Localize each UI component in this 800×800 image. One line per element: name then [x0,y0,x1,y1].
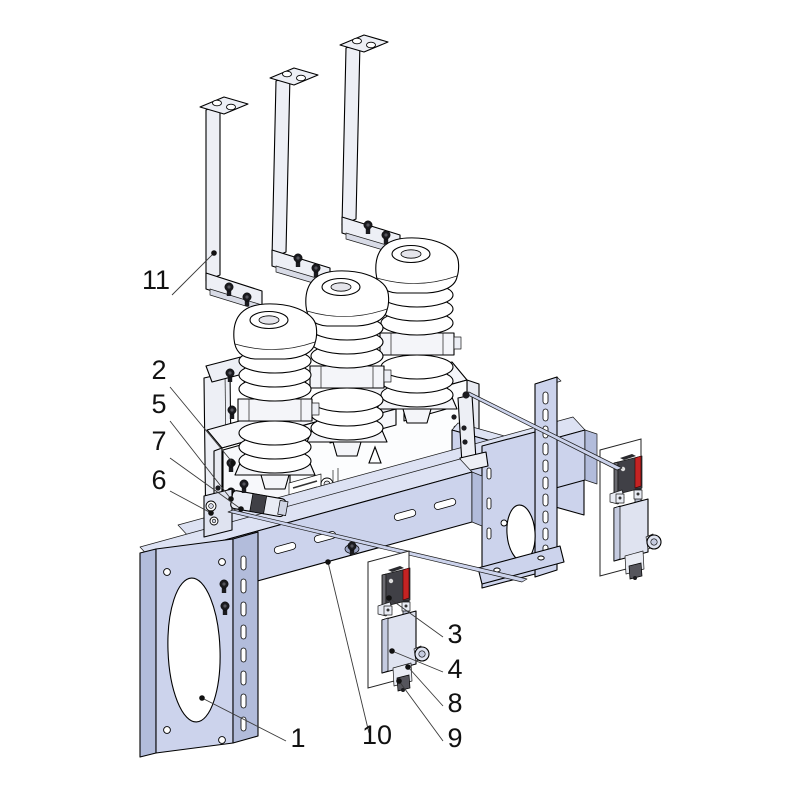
callout-label-3: 3 [447,619,462,649]
callout-dot-7 [238,506,244,512]
callout-label-4: 4 [447,654,462,684]
callout-layer: 1 2 3 4 5 6 7 8 9 10 11 [142,250,463,753]
callout-label-11: 11 [142,265,170,295]
callout-dot-11 [211,250,217,256]
callout-leader-3 [388,597,444,638]
right-frame-leg [477,376,565,589]
callout-label-7: 7 [151,426,166,456]
callout-dot-6 [208,510,214,516]
interlock-rod [227,509,528,583]
callout-dot-1 [199,695,205,701]
upper-bracket-2 [269,67,331,289]
callout-label-8: 8 [447,688,462,718]
callout-leader-2 [169,386,234,464]
callout-dot-8 [405,664,411,670]
callout-leader-4 [391,650,444,673]
left-frame-leg [139,531,259,758]
pole-column-3 [370,238,461,423]
callout-label-9: 9 [447,723,462,753]
callout-leader-5 [169,420,232,500]
callout-label-1: 1 [290,723,305,753]
callout-leader-11 [171,252,215,296]
callout-dot-4 [389,648,395,654]
callout-dot-3 [386,595,392,601]
upper-bracket-3 [339,34,401,256]
upper-support-brackets [199,34,401,312]
callout-label-6: 6 [151,465,166,495]
callout-leader-9 [398,680,444,742]
callout-leader-8 [407,666,444,707]
callout-dot-2 [230,460,236,466]
warning-triangle-icon [368,445,382,464]
interlock-rod-right [462,391,623,471]
switch-unit-right [599,438,662,581]
callout-label-2: 2 [151,355,166,385]
interlock-rod-bracket [457,394,489,473]
pole-column-1 [228,304,319,489]
pole-column-2 [300,271,391,456]
callout-dot-10 [325,559,331,565]
callout-leader-1 [201,697,287,742]
callout-dot-9 [396,678,402,684]
callout-label-5: 5 [151,389,166,419]
switch-unit-bottom [367,550,430,693]
upper-bracket-1 [199,96,263,312]
callout-leader-7 [169,457,242,510]
callout-leader-6 [169,490,212,514]
callout-leader-10 [327,561,370,734]
callout-label-10: 10 [362,720,392,750]
